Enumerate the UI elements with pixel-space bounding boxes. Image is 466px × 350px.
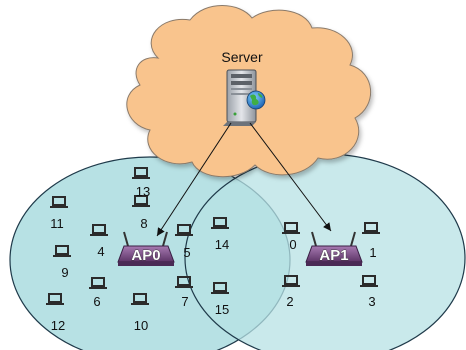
node-0-label: 0 xyxy=(289,237,296,252)
node-13: 13 xyxy=(132,167,150,199)
node-0: 0 xyxy=(282,222,300,252)
node-4-label: 4 xyxy=(97,244,104,259)
node-15-label: 15 xyxy=(215,302,229,317)
node-13-label: 13 xyxy=(136,184,150,199)
node-9: 9 xyxy=(53,245,71,280)
node-8-label: 8 xyxy=(140,216,147,231)
node-7-label: 7 xyxy=(181,294,188,309)
node-5: 5 xyxy=(175,224,193,260)
ap1-label: AP1 xyxy=(319,247,348,264)
node-2-label: 2 xyxy=(286,294,293,309)
node-1-label: 1 xyxy=(369,245,376,260)
server-to-ap0-link xyxy=(156,122,232,237)
laptop-icon xyxy=(211,217,229,229)
laptop-icon xyxy=(90,224,108,236)
node-3-label: 3 xyxy=(368,294,375,309)
node-5-label: 5 xyxy=(183,245,190,260)
laptop-icon xyxy=(46,293,64,305)
laptop-icon xyxy=(132,167,150,179)
laptop-icon xyxy=(282,222,300,234)
node-14: 14 xyxy=(211,217,229,252)
node-14-label: 14 xyxy=(215,237,229,252)
laptop-icon xyxy=(175,276,193,288)
laptop-icon xyxy=(53,245,71,257)
laptop-icon xyxy=(131,293,149,305)
laptop-icon xyxy=(362,222,380,234)
laptop-icon xyxy=(89,277,107,289)
node-9-label: 9 xyxy=(61,265,68,280)
node-11: 11 xyxy=(50,196,68,231)
laptop-icon xyxy=(175,224,193,236)
laptop-icon xyxy=(50,196,68,208)
node-6: 6 xyxy=(89,277,107,309)
node-1: 1 xyxy=(362,222,380,260)
server-to-ap1-link xyxy=(249,122,332,232)
node-4: 4 xyxy=(90,224,108,259)
server-with-globe-icon xyxy=(223,69,266,126)
node-6-label: 6 xyxy=(93,294,100,309)
laptop-icon xyxy=(132,195,150,207)
node-10-label: 10 xyxy=(134,318,148,333)
node-2: 2 xyxy=(282,275,300,309)
laptop-icon xyxy=(360,275,378,287)
node-11-label: 11 xyxy=(50,216,64,231)
server: Server xyxy=(221,49,266,126)
server-label: Server xyxy=(221,49,263,65)
ap0-label: AP0 xyxy=(131,247,160,264)
laptop-icon xyxy=(211,282,229,294)
node-3: 3 xyxy=(360,275,378,309)
node-7: 7 xyxy=(175,276,193,309)
node-12: 12 xyxy=(46,293,65,333)
ap1-router: AP1 xyxy=(305,231,363,266)
node-8: 8 xyxy=(132,195,150,231)
node-15: 15 xyxy=(211,282,229,317)
wireless-router-icon xyxy=(305,231,363,266)
node-10: 10 xyxy=(131,293,149,333)
wireless-router-icon xyxy=(117,231,175,266)
ap0-router: AP0 xyxy=(117,231,175,266)
laptop-icon xyxy=(282,275,300,287)
node-12-label: 12 xyxy=(51,318,65,333)
